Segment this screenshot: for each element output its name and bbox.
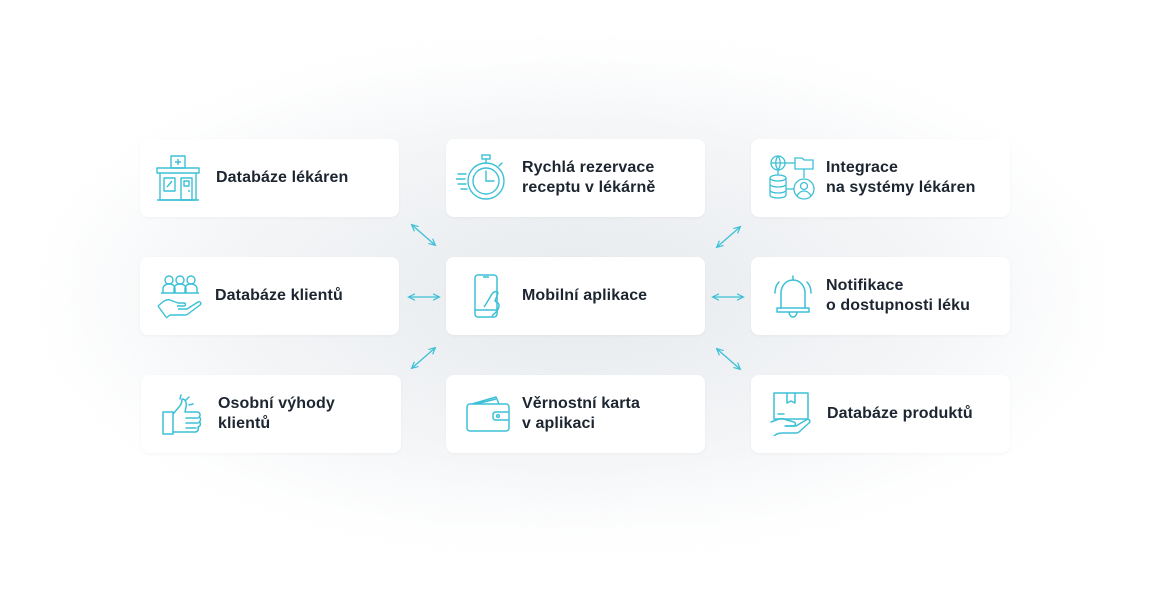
smartphone-hand-icon (472, 274, 506, 318)
bell-icon (773, 274, 813, 318)
node-label: Integrace na systémy lékáren (826, 159, 976, 196)
box-hand-icon (769, 392, 813, 436)
node-product-database: Databáze produktů (751, 375, 1010, 453)
network-database-icon (768, 154, 816, 202)
node-fast-reservation: Rychlá rezervace receptu v lékárně (446, 139, 705, 217)
thumbs-up-icon (161, 392, 203, 436)
stopwatch-icon (456, 154, 508, 202)
node-label: Osobní výhody klientů (218, 395, 335, 432)
node-integration: Integrace na systémy lékáren (751, 139, 1010, 217)
node-label: Databáze klientů (215, 287, 343, 304)
node-pharmacy-database: Databáze lékáren (140, 139, 399, 217)
node-label: Věrnostní karta v aplikaci (522, 395, 640, 432)
node-label: Databáze produktů (827, 405, 973, 422)
node-label: Databáze lékáren (216, 169, 349, 186)
arrow-center-to-top-left (412, 225, 435, 245)
node-mobile-app: Mobilní aplikace (446, 257, 705, 335)
node-label: Rychlá rezervace receptu v lékárně (522, 159, 656, 196)
pharmacy-building-icon (155, 155, 201, 201)
node-client-database: Databáze klientů (140, 257, 399, 335)
node-notification: Notifikace o dostupnosti léku (751, 257, 1010, 335)
wallet-icon (466, 396, 510, 432)
node-label: Mobilní aplikace (522, 287, 648, 304)
node-loyalty-card: Věrnostní karta v aplikaci (446, 375, 705, 453)
arrow-center-to-bottom-right (717, 349, 740, 369)
arrow-center-to-bottom-left (412, 348, 435, 368)
people-hand-icon (156, 273, 204, 319)
arrow-center-to-top-right (717, 227, 740, 247)
node-personal-benefits: Osobní výhody klientů (141, 375, 401, 453)
node-label: Notifikace o dostupnosti léku (826, 277, 971, 314)
